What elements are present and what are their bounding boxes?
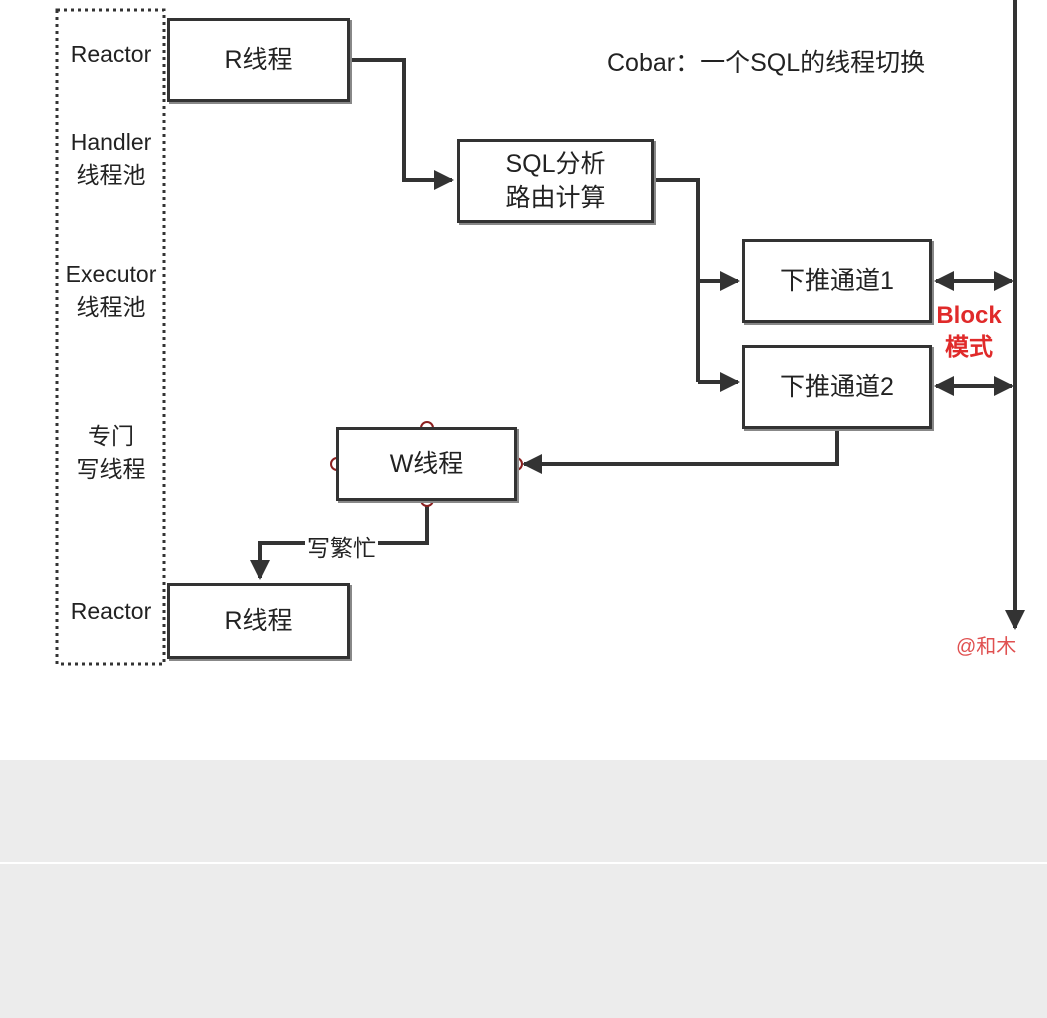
box-channel-2: 下推通道2 [742, 345, 932, 429]
grey-band-top [0, 760, 1047, 862]
box-r-thread-top: R线程 [167, 18, 350, 102]
lane-border [55, 8, 166, 666]
box-channel-1: 下推通道1 [742, 239, 932, 323]
edge-r-to-sql [350, 58, 454, 190]
author-credit: @和木 [956, 636, 1017, 658]
box-sql-analysis: SQL分析 路由计算 [457, 139, 654, 223]
edge-label-write-busy: 写繁忙 [305, 529, 378, 563]
diagram-title: Cobar：一个SQL的线程切换 [607, 49, 926, 77]
lane-label-writer: 专门 写线程 [76, 423, 146, 482]
block-mode-label: Block 模式 [936, 302, 1002, 361]
diagram-canvas: Reactor Handler 线程池 Executor 线程池 专门 写线程 … [55, 0, 1025, 666]
box-w-thread: W线程 [336, 427, 517, 501]
lane-label-handler: Handler 线程池 [70, 129, 152, 188]
grey-band-bottom [0, 864, 1047, 1018]
box-r-thread-bottom: R线程 [167, 583, 350, 659]
edge-sql-trunk [654, 178, 700, 382]
lane-label-reactor-top: Reactor [70, 41, 152, 67]
lane-label-reactor-bottom: Reactor [70, 598, 152, 624]
edge-channel-2-to-w [522, 428, 839, 474]
lane-label-executor: Executor 线程池 [65, 261, 157, 320]
